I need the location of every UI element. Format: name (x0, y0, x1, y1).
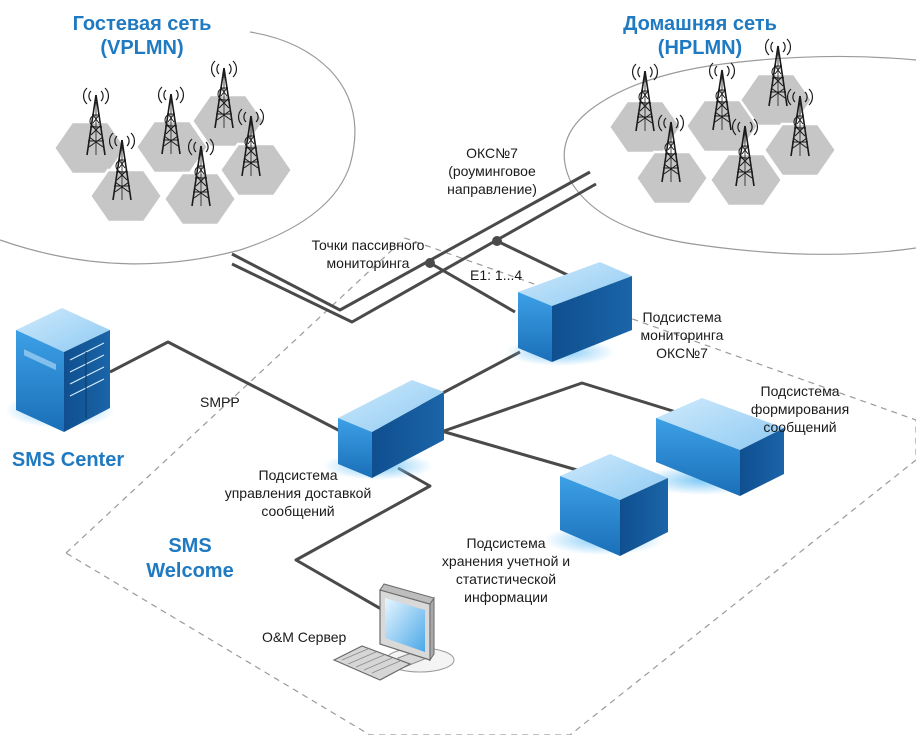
sms-welcome-label-2: Welcome (146, 560, 233, 582)
forming-subsystem-label-3: сообщений (763, 419, 836, 435)
home-network-title: Домашняя сеть (623, 13, 777, 35)
monitoring-subsystem-label-3: ОКС№7 (656, 345, 708, 361)
delivery-forming-link (417, 381, 677, 442)
ss7-link-upper (231, 170, 591, 312)
server-box-icon (544, 454, 668, 556)
delivery-subsystem-label-2: управления доставкой (225, 485, 372, 501)
monitoring-subsystem-label: Подсистема (643, 309, 722, 325)
guest-network-code: (VPLMN) (100, 37, 183, 59)
forming-subsystem-label-2: формирования (751, 401, 849, 417)
smpp-label: SMPP (200, 394, 240, 410)
forming-subsystem-label: Подсистема (761, 383, 840, 399)
storage-subsystem-label-3: статистической (456, 571, 556, 587)
delivery-subsystem-label-3: сообщений (261, 503, 334, 519)
delivery-subsystem-label: Подсистема (259, 467, 338, 483)
passive-monitoring-point (425, 258, 435, 268)
home-network-boundary (563, 55, 916, 255)
passive-monitoring-point (492, 236, 502, 246)
passive-monitoring-label: Точки пассивного (312, 237, 425, 253)
delivery-storage-link (437, 428, 585, 474)
passive-monitoring-label-2: мониторинга (327, 255, 410, 271)
storage-subsystem-label-4: информации (464, 589, 548, 605)
ss7-label-roaming: (роуминговое (448, 163, 536, 179)
guest-network-title: Гостевая сеть (73, 13, 212, 35)
server-box-icon (505, 262, 632, 366)
storage-subsystem-label: Подсистема (467, 535, 546, 551)
e1-label: E1: 1...4 (470, 267, 522, 283)
monitor-tap-1 (429, 261, 516, 314)
sms-welcome-region (65, 237, 916, 735)
om-server-label: O&M Сервер (262, 629, 347, 645)
keyboard-icon (332, 645, 412, 681)
ss7-label-direction: направление) (447, 181, 537, 197)
ss7-link-lower (231, 182, 597, 324)
guest-network-boundary (0, 31, 356, 265)
server-box-icon (642, 398, 784, 496)
home-network-code: (HPLMN) (658, 37, 742, 59)
sms-welcome-label: SMS (168, 535, 211, 557)
sms-center-label: SMS Center (12, 449, 124, 471)
monitoring-subsystem-label-2: мониторинга (641, 327, 724, 343)
delivery-om-link (294, 466, 432, 615)
storage-subsystem-label-2: хранения учетной и (442, 553, 570, 569)
server-rack-icon (5, 308, 115, 432)
smpp-link (109, 340, 343, 434)
ss7-label: ОКС№7 (466, 145, 518, 161)
server-box-icon (323, 380, 444, 480)
